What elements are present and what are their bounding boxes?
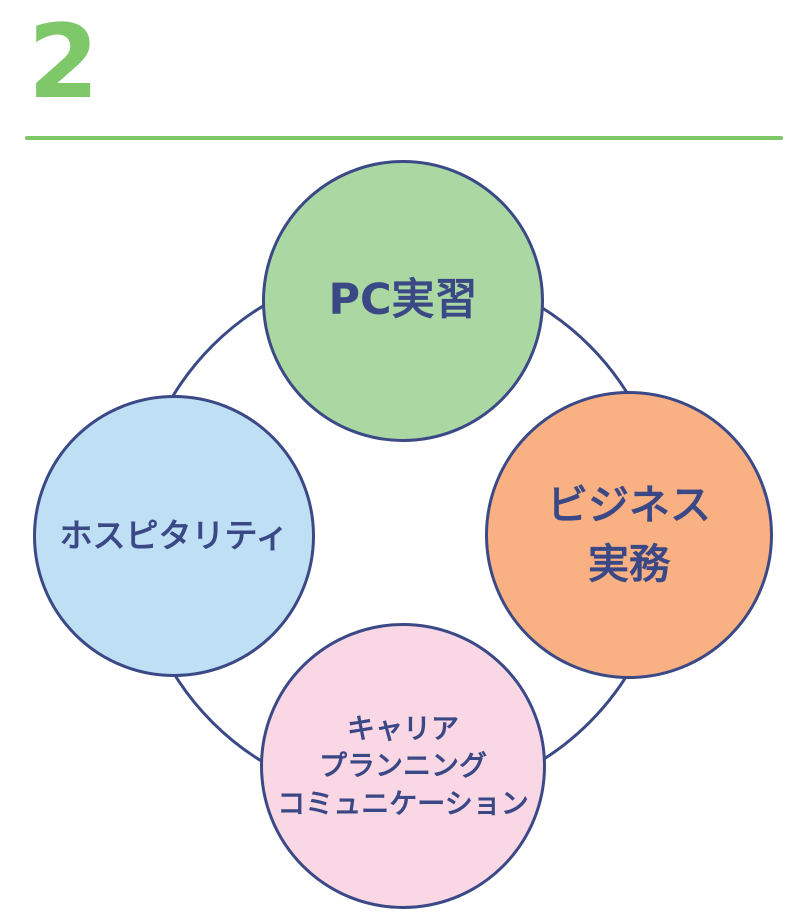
- circle-business-practice-label-line2: 実務: [588, 540, 670, 588]
- circle-career-label-line1: キャリア: [346, 712, 459, 746]
- circle-career-planning-communication: キャリア プランニング コミュニケーション: [260, 623, 546, 909]
- circle-hospitality-label: ホスピタリティ: [59, 516, 289, 556]
- circle-pc-training: PC実習: [262, 160, 544, 442]
- slide-number: 2: [28, 3, 99, 122]
- circle-hospitality: ホスピタリティ: [33, 395, 315, 677]
- circle-pc-training-label: PC実習: [328, 275, 478, 326]
- header-divider-line: [25, 136, 783, 140]
- circle-career-label-line3: コミュニケーション: [277, 786, 529, 820]
- circle-career-label-line2: プランニング: [318, 749, 487, 783]
- circle-business-practice: ビジネス 実務: [485, 391, 773, 679]
- circle-business-practice-label-line1: ビジネス: [547, 480, 711, 529]
